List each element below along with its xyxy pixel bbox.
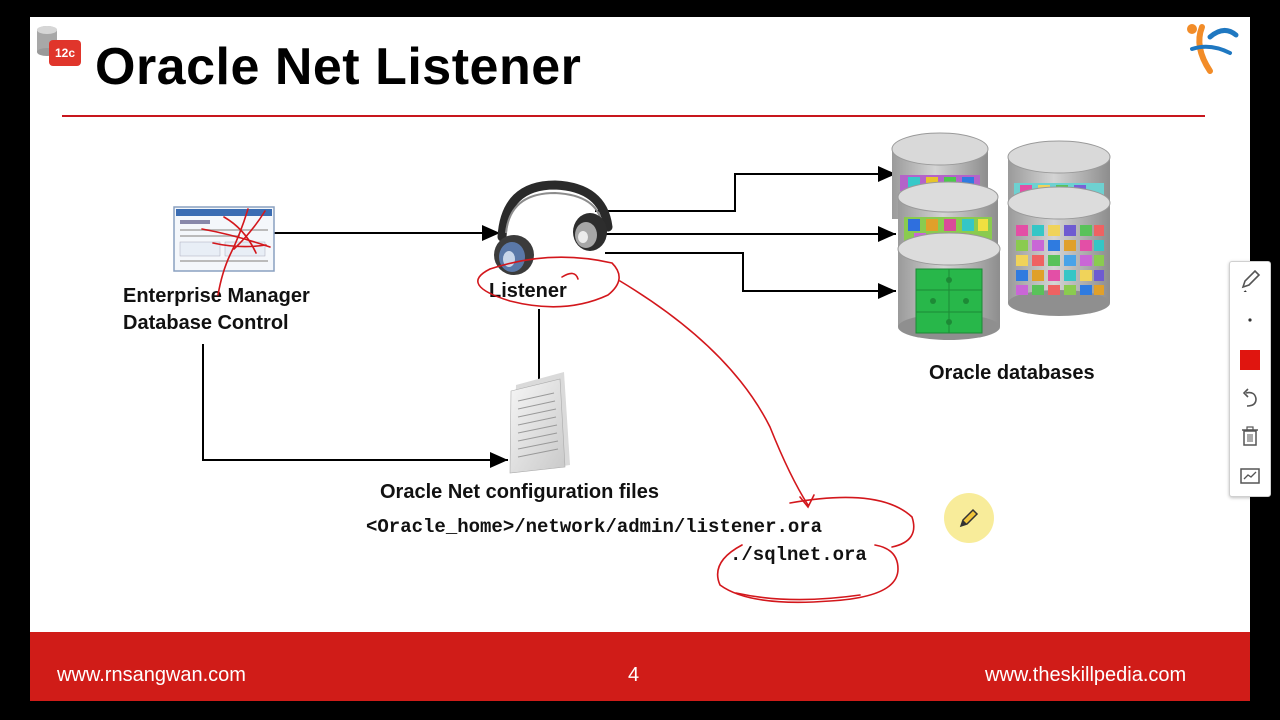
page-number: 4 — [628, 664, 640, 686]
em-label: Enterprise Manager Database Control — [123, 283, 310, 337]
pen-icon — [1241, 269, 1261, 292]
oracle-db-front-left-icon — [897, 232, 1001, 340]
em-label-line1: Enterprise Manager — [123, 285, 310, 307]
config-file-icon — [509, 372, 570, 474]
slide-title: Oracle Net Listener — [95, 38, 582, 96]
color-picker-button[interactable] — [1230, 342, 1270, 378]
title-divider — [62, 115, 1205, 117]
listener-label: Listener — [489, 280, 567, 302]
stroke-size-button[interactable] — [1230, 302, 1270, 338]
skillpedia-logo-icon — [1180, 19, 1240, 79]
whiteboard-icon — [1240, 468, 1260, 484]
listener-to-db3-connector — [605, 252, 896, 299]
footer-right-url: www.theskillpedia.com — [985, 664, 1187, 686]
color-swatch — [1240, 350, 1260, 370]
slide-footer: www.rnsangwan.com 4 www.theskillpedia.co… — [30, 632, 1250, 701]
listener-to-db1-connector — [595, 166, 896, 212]
oracle-db-front-right-icon — [1007, 186, 1111, 316]
pencil-cursor-icon — [959, 508, 979, 528]
slide: 12c Oracle Net Listener — [30, 17, 1250, 701]
databases-label: Oracle databases — [929, 362, 1095, 384]
em-to-config-connector — [202, 344, 508, 468]
listener-headphones-icon — [494, 180, 613, 275]
dot-size-icon — [1248, 318, 1252, 322]
sqlnet-ora-path: ./sqlnet.ora — [730, 544, 867, 566]
listener-ora-path: <Oracle_home>/network/admin/listener.ora — [366, 516, 823, 538]
annotation-toolbar — [1229, 261, 1271, 497]
presenter-pointer-cursor — [944, 493, 994, 543]
undo-icon — [1242, 388, 1257, 407]
pen-tool-button[interactable] — [1230, 262, 1270, 298]
clear-button[interactable] — [1230, 418, 1270, 454]
em-label-line2: Database Control — [123, 312, 289, 334]
trash-icon — [1242, 426, 1258, 446]
em-screen-icon — [173, 206, 275, 272]
footer-left-url: www.rnsangwan.com — [57, 664, 246, 686]
diagram-canvas — [173, 132, 1111, 474]
whiteboard-button[interactable] — [1230, 458, 1270, 494]
version-badge: 12c — [49, 40, 81, 66]
undo-button[interactable] — [1230, 380, 1270, 416]
config-files-label: Oracle Net configuration files — [380, 481, 659, 503]
